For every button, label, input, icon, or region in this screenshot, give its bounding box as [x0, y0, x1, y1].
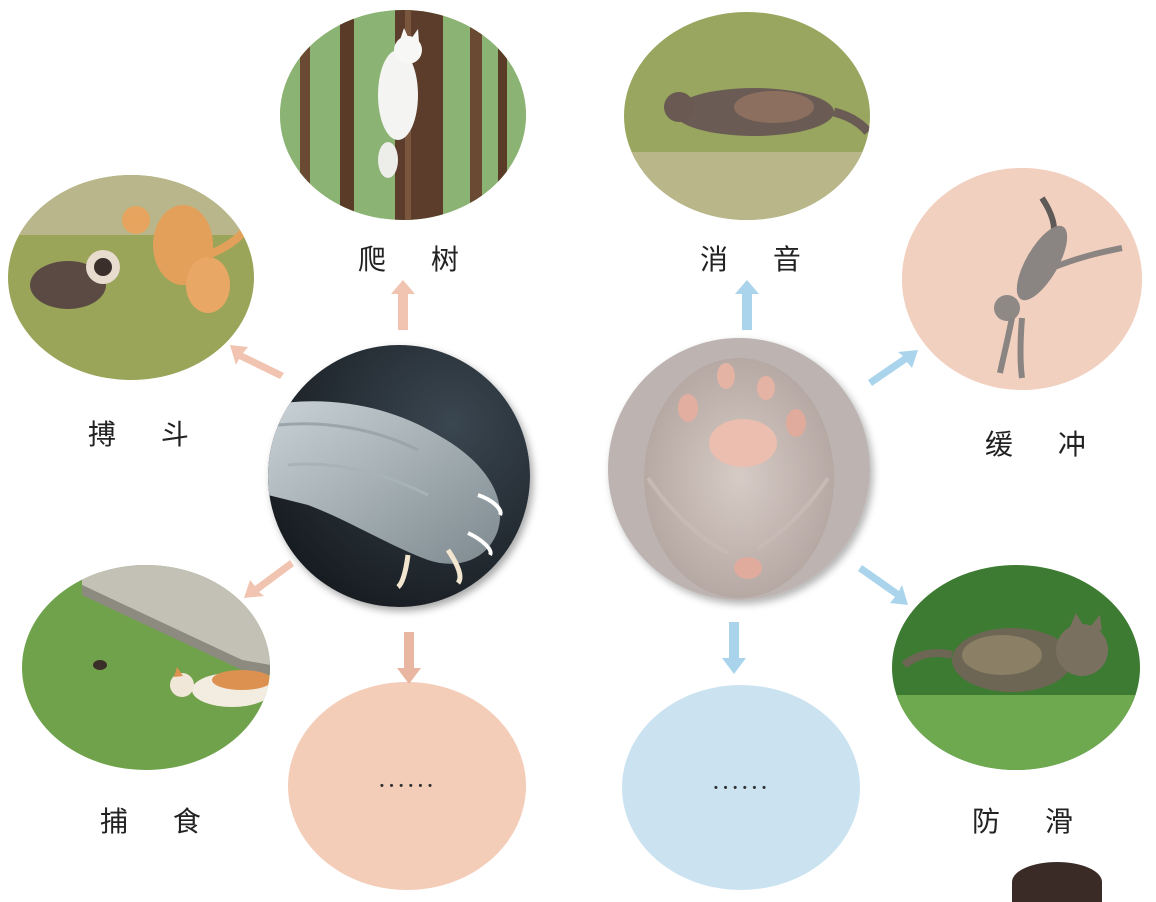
arrow-to-fight: [230, 345, 284, 379]
arrow-to-climb: [391, 280, 415, 330]
label-prey: 捕 食: [100, 800, 219, 840]
cat-jumping-icon: [902, 168, 1142, 390]
arrow-to-right-more: [722, 622, 746, 674]
paw-pad-icon: [608, 338, 870, 600]
cats-fighting-photo: [8, 175, 254, 380]
kitten-running-photo: [892, 565, 1140, 770]
cat-jumping-photo: [902, 168, 1142, 390]
arrow-to-cushion: [868, 350, 918, 386]
label-fight: 搏 斗: [88, 413, 207, 453]
character-illustration: [1012, 862, 1102, 902]
arrow-to-silence: [735, 280, 759, 330]
left-more-bubble: ······: [288, 682, 526, 890]
cat-hunting-bird-icon: [22, 565, 270, 770]
cats-fighting-icon: [8, 175, 254, 380]
right-more-bubble: ······: [622, 685, 860, 890]
cat-paw-pad-photo: [608, 338, 870, 600]
cat-sneaking-icon: [624, 12, 870, 220]
label-silence: 消 音: [700, 238, 819, 278]
kitten-running-icon: [892, 565, 1140, 770]
arrow-to-prey: [244, 560, 294, 598]
label-climb-tree: 爬 树: [358, 238, 477, 278]
cat-sneaking-photo: [624, 12, 870, 220]
white-cat-climbing-tree-icon: [280, 10, 526, 220]
label-cushion: 缓 冲: [985, 423, 1104, 463]
cat-claw-icon: [268, 345, 530, 607]
cat-hunting-bird-photo: [22, 565, 270, 770]
cat-claw-photo: [268, 345, 530, 607]
arrow-to-anti-slip: [858, 565, 908, 605]
arrow-to-left-more: [397, 632, 421, 684]
white-cat-climbing-tree-photo: [280, 10, 526, 220]
label-anti-slip: 防 滑: [972, 800, 1091, 840]
